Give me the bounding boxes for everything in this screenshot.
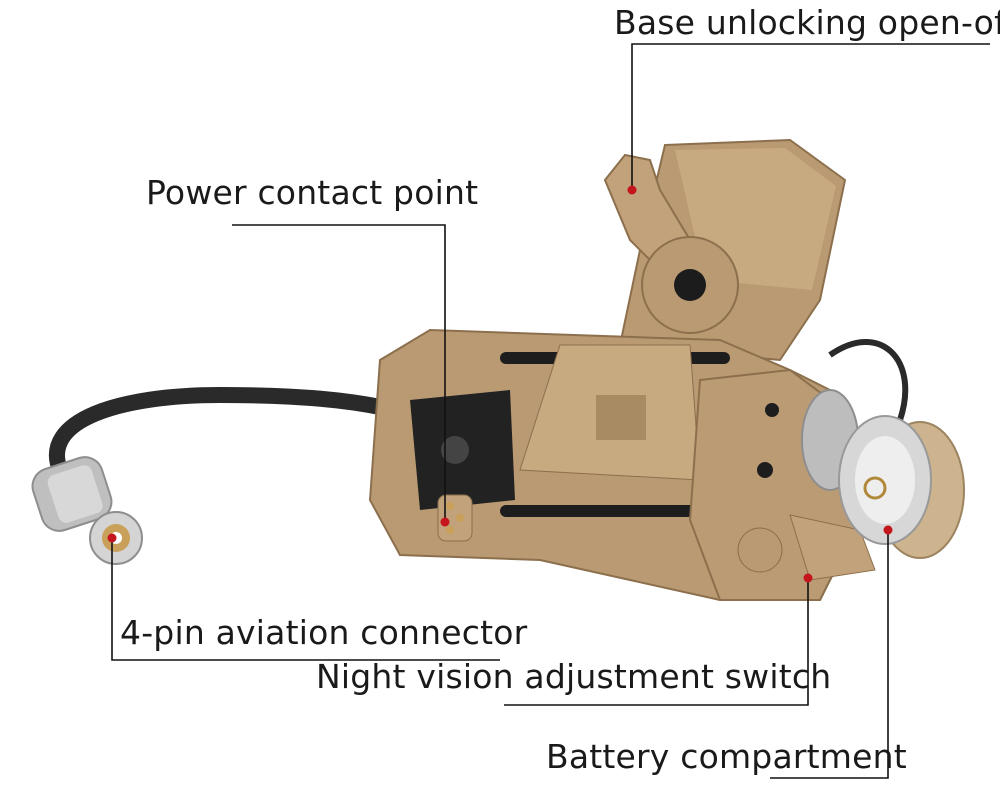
- marker-dots: [107, 185, 893, 583]
- marker-base-unlocking-dot: [627, 185, 637, 195]
- label-power-contact-point: Power contact point: [146, 173, 479, 212]
- marker-aviation-connector-dot: [107, 533, 117, 543]
- leader-battery-compartment: [770, 530, 889, 779]
- aviation-connector-plug: [31, 456, 143, 565]
- leader-lines: [111, 43, 990, 779]
- battery-cable: [828, 339, 909, 421]
- marker-power-contact-dot: [440, 517, 450, 527]
- cable: [49, 386, 403, 478]
- upper-plate: [603, 138, 847, 362]
- leader-base-unlocking: [631, 43, 990, 190]
- leader-power-contact: [232, 224, 446, 522]
- label-aviation-connector: 4-pin aviation connector: [120, 613, 528, 652]
- marker-battery-compartment-dot: [883, 525, 893, 535]
- label-base-unlocking: Base unlocking open-off: [614, 3, 1000, 42]
- battery-cap: [838, 415, 965, 559]
- label-battery-compartment: Battery compartment: [546, 737, 907, 776]
- leader-aviation-connector: [111, 538, 500, 661]
- leader-night-vision-switch: [504, 578, 809, 706]
- label-night-vision-switch: Night vision adjustment switch: [316, 657, 832, 696]
- marker-night-vision-switch-dot: [803, 573, 813, 583]
